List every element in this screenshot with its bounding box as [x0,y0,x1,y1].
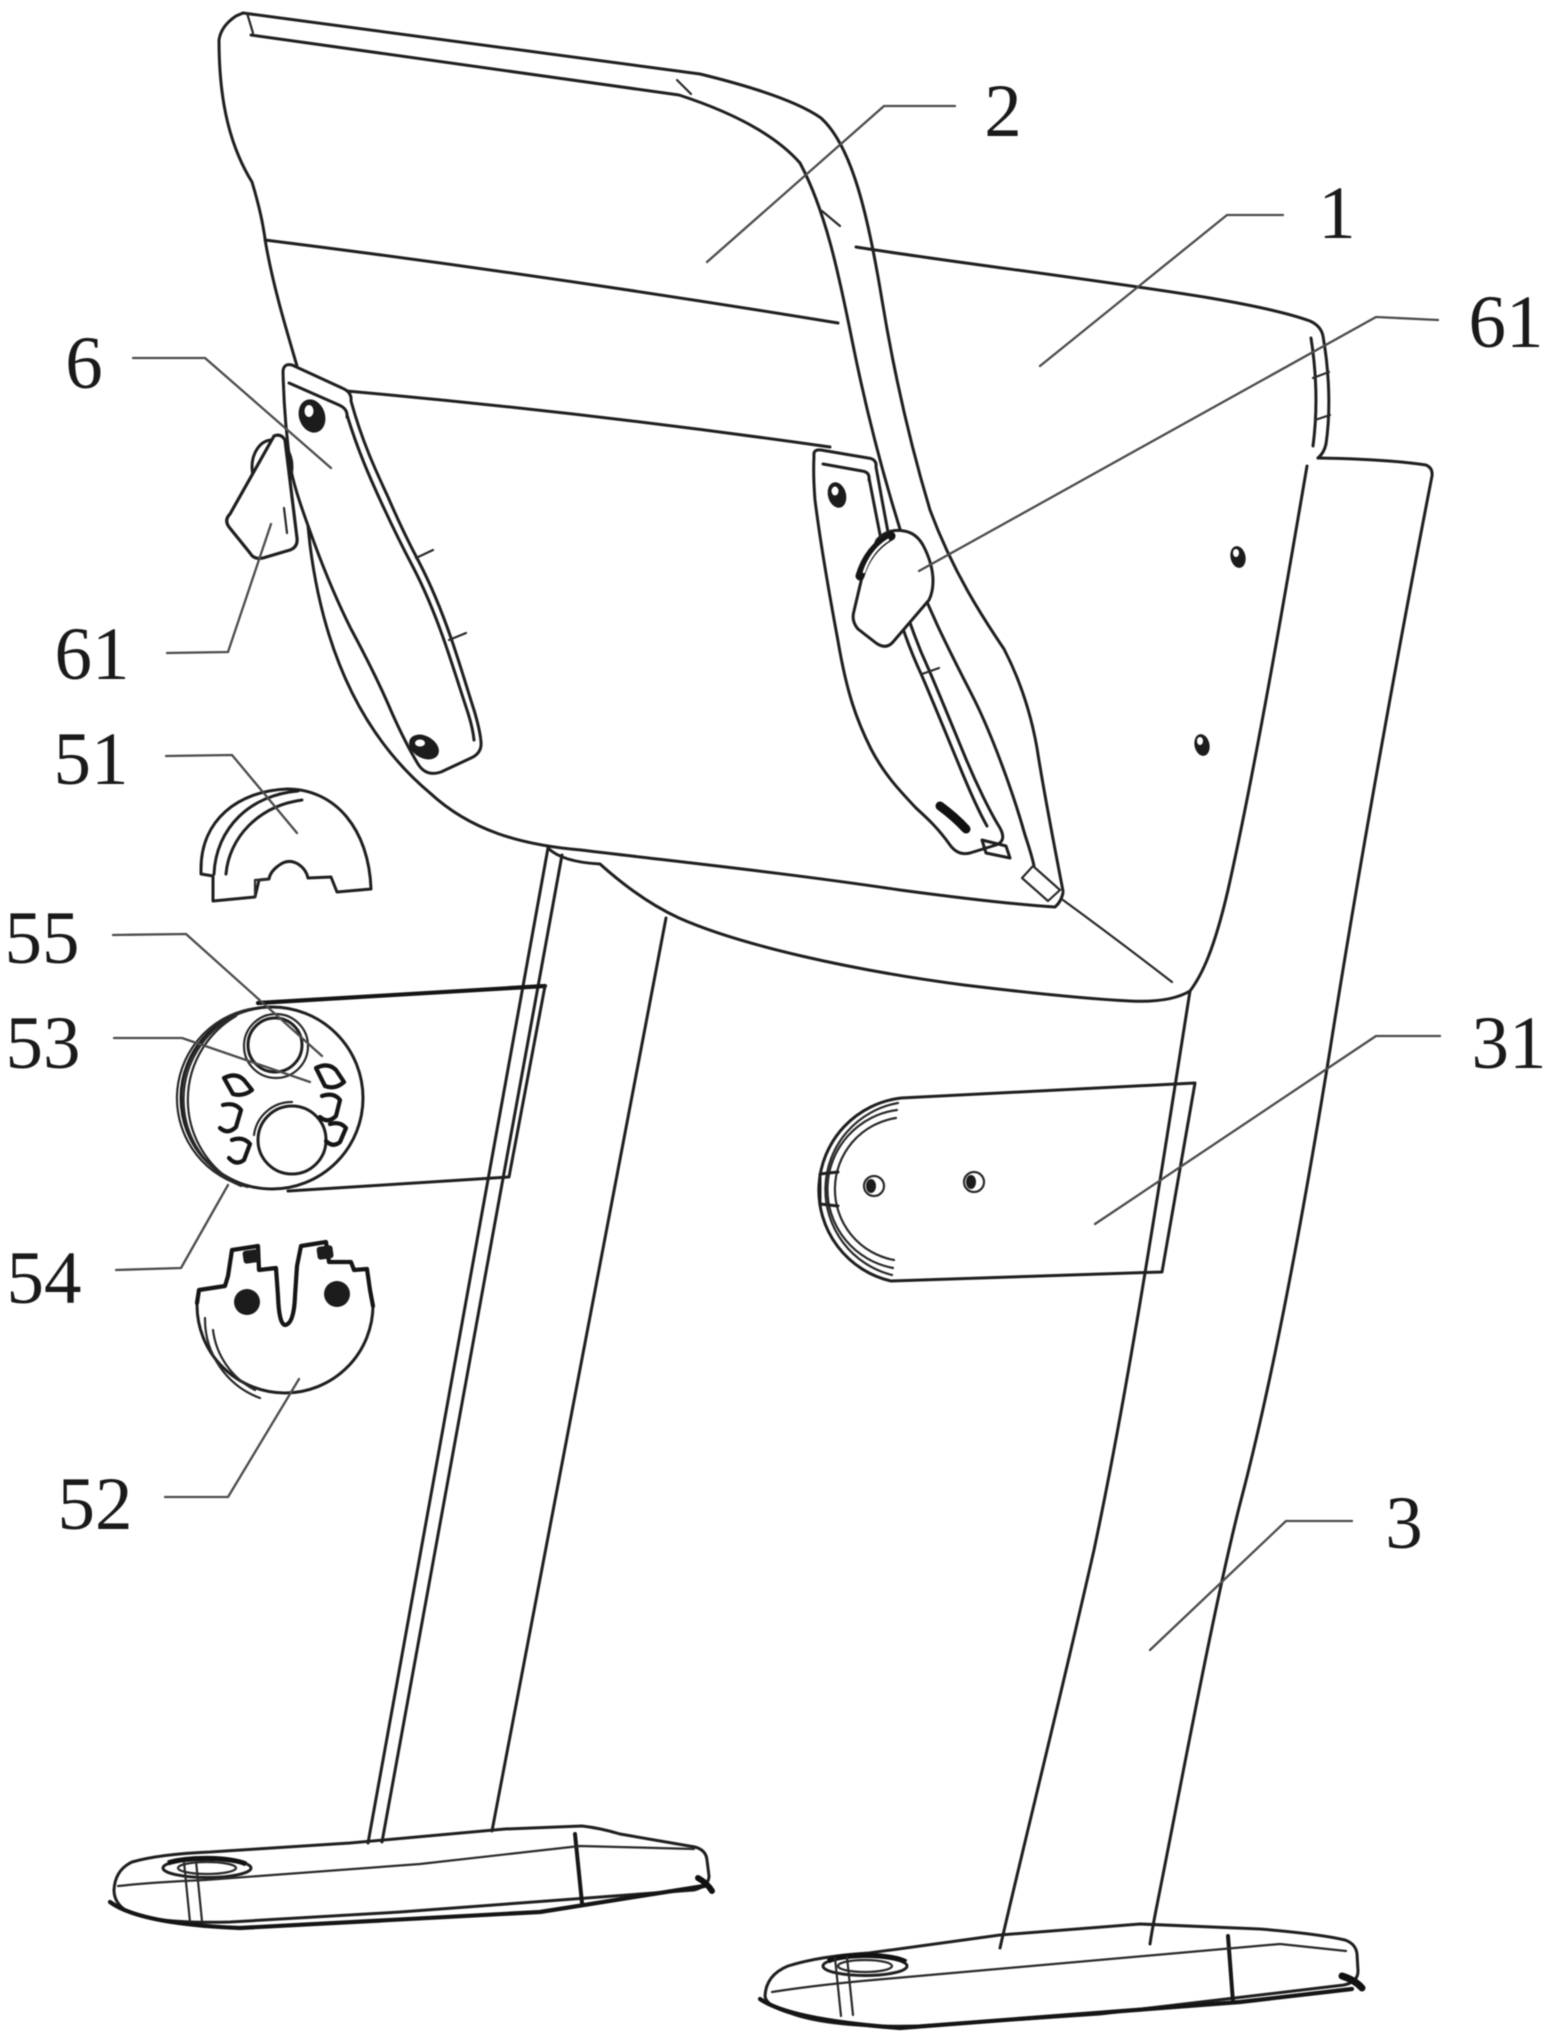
svg-text:51: 51 [54,718,129,801]
svg-text:54: 54 [7,1237,82,1320]
svg-text:31: 31 [1472,1002,1547,1085]
svg-text:3: 3 [1385,1482,1423,1565]
svg-text:61: 61 [55,613,130,696]
svg-text:53: 53 [6,1002,81,1085]
svg-text:61: 61 [1469,281,1544,364]
svg-text:2: 2 [984,70,1022,153]
svg-text:55: 55 [5,897,80,980]
svg-text:6: 6 [65,322,103,405]
svg-text:52: 52 [58,1463,133,1546]
svg-text:1: 1 [1318,172,1356,255]
